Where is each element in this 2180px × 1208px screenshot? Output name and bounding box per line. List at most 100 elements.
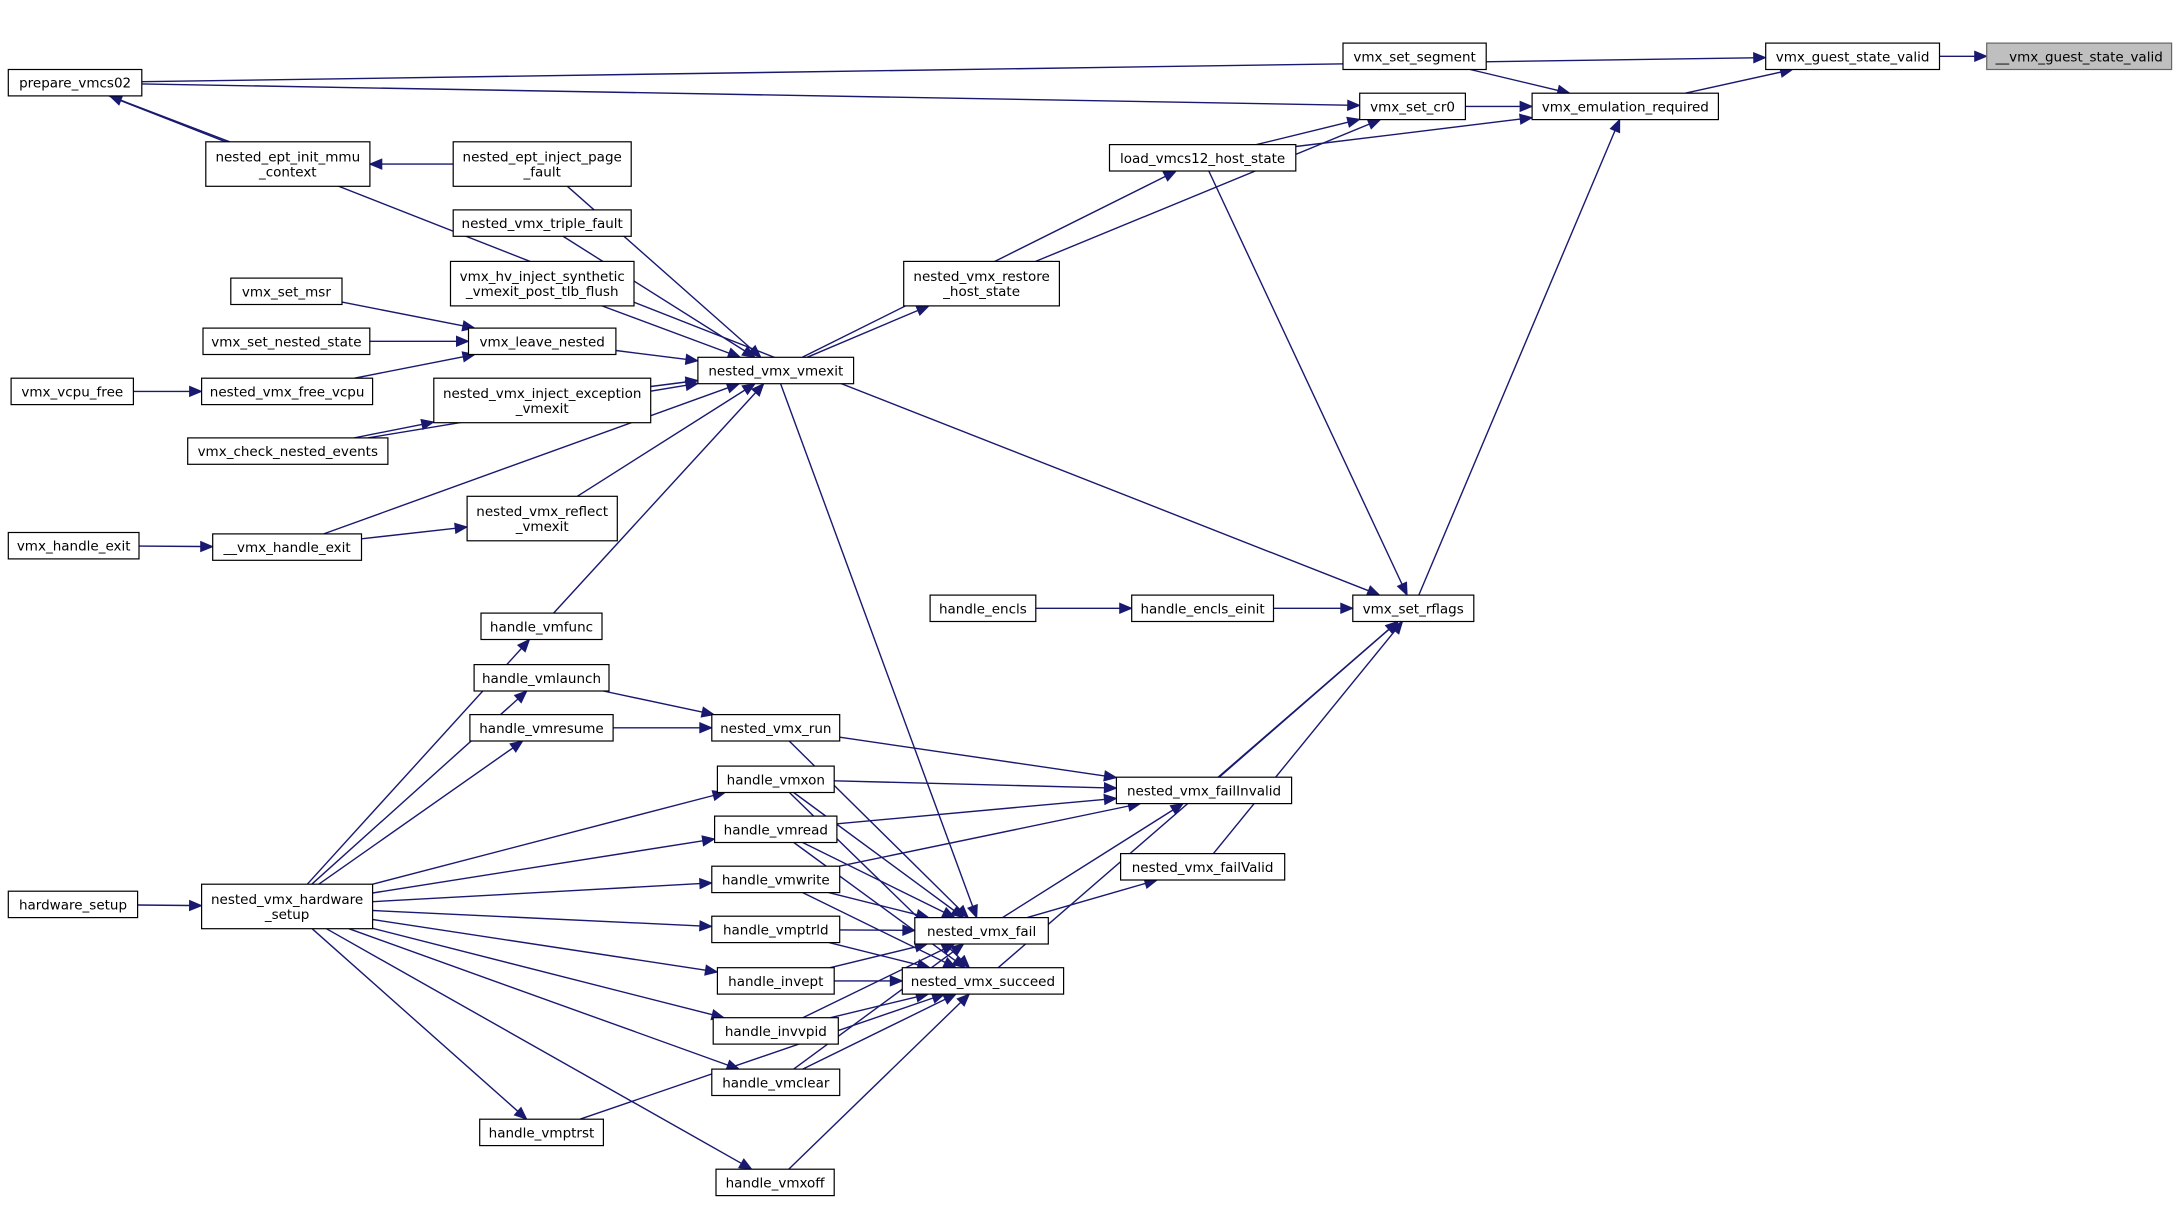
edge-nested_ept_init_mmu_context-to-prepare_vmcs02 — [108, 94, 230, 143]
node-prepare_vmcs02[interactable]: prepare_vmcs02 — [7, 68, 143, 97]
node-vmx_hv_inject_synthetic[interactable]: vmx_hv_inject_synthetic_vmexit_post_tlb_… — [449, 260, 635, 307]
edge-handle_invept-to-nested_vmx_succeed — [834, 975, 904, 987]
edge-vmx_emulation_required-to-vmx_guest_state_valid — [1685, 66, 1794, 94]
node-handle_invept[interactable]: handle_invept — [716, 967, 835, 995]
edge-line — [1035, 123, 1370, 263]
node-nested_vmx_succeed[interactable]: nested_vmx_succeed — [901, 967, 1065, 995]
node-label: handle_vmfunc — [490, 619, 593, 635]
edge-nested_vmx_triple_fault-to-nested_vmx_vmexit — [562, 235, 757, 358]
node-label: vmx_set_rflags — [1363, 601, 1464, 617]
node-handle_vmclear[interactable]: handle_vmclear — [711, 1068, 841, 1097]
node-nested_vmx_triple_fault[interactable]: nested_vmx_triple_fault — [452, 209, 632, 237]
edge-handle_vmlaunch-to-nested_vmx_run — [603, 690, 716, 718]
edge-arrowhead — [1119, 602, 1133, 615]
edge-line — [834, 780, 1105, 789]
node-vmx_emulation_required[interactable]: vmx_emulation_required — [1531, 92, 1719, 121]
node-handle_encls_einit[interactable]: handle_encls_einit — [1131, 594, 1275, 623]
node-label: vmx_hv_inject_synthetic — [460, 269, 625, 285]
node-nested_vmx_reflect_vmexit[interactable]: nested_vmx_reflect_vmexit — [466, 495, 618, 542]
node-vmx_handle_exit[interactable]: vmx_handle_exit — [7, 531, 140, 560]
node-load_vmcs12_host_state[interactable]: load_vmcs12_host_state — [1108, 144, 1297, 172]
edge-nested_vmx_restore_host_state-to-vmx_set_cr0 — [1035, 118, 1382, 263]
node-nested_vmx_failInvalid[interactable]: nested_vmx_failInvalid — [1115, 776, 1293, 805]
node-vmx_vcpu_free[interactable]: vmx_vcpu_free — [10, 377, 135, 406]
node-nested_ept_init_mmu_context[interactable]: nested_ept_init_mmu_context — [205, 141, 371, 187]
node-nested_vmx_vmexit[interactable]: nested_vmx_vmexit — [697, 356, 855, 385]
node-nested_vmx_failValid[interactable]: nested_vmx_failValid — [1119, 852, 1286, 881]
edge-line — [318, 747, 514, 885]
node-handle_vmwrite[interactable]: handle_vmwrite — [711, 865, 841, 894]
node-label: nested_vmx_triple_fault — [462, 216, 623, 232]
node-box — [715, 1168, 835, 1197]
node-vmx_set_rflags[interactable]: vmx_set_rflags — [1352, 594, 1475, 623]
edge-line — [141, 57, 1754, 83]
node-handle_vmxon[interactable]: handle_vmxon — [716, 765, 835, 794]
node-vmx_check_nested_events[interactable]: vmx_check_nested_events — [187, 437, 389, 465]
node-guest_state_valid_inner[interactable]: __vmx_guest_state_valid — [1986, 42, 2173, 71]
node-handle_vmlaunch[interactable]: handle_vmlaunch — [473, 663, 610, 692]
node-handle_vmptrld[interactable]: handle_vmptrld — [711, 915, 841, 944]
edge-arrowhead — [889, 975, 904, 987]
node-box — [433, 377, 652, 424]
node-handle_encls[interactable]: handle_encls — [929, 594, 1037, 623]
node-box — [1342, 42, 1487, 71]
edge-vmx_set_rflags-to-vmx_emulation_required — [1418, 118, 1621, 596]
edge-line — [1256, 121, 1349, 146]
edge-line — [788, 1001, 962, 1170]
node-label: __vmx_guest_state_valid — [1995, 49, 2163, 65]
edge-arrowhead — [747, 344, 762, 359]
edge-load_vmcs12_host_state-to-vmx_set_cr0 — [1256, 116, 1361, 146]
node-box — [7, 68, 143, 97]
node-handle_vmxoff[interactable]: handle_vmxoff — [715, 1168, 835, 1197]
edge-arrowhead — [108, 94, 124, 106]
edge-arrowhead — [1519, 100, 1534, 113]
node-vmx_leave_nested[interactable]: vmx_leave_nested — [467, 327, 617, 356]
node-nested_vmx_free_vcpu[interactable]: nested_vmx_free_vcpu — [201, 377, 374, 406]
node-box — [711, 1068, 841, 1097]
node-box — [469, 713, 614, 742]
node-handle_vmfunc[interactable]: handle_vmfunc — [480, 612, 603, 641]
node-label: _vmexit_post_tlb_flush — [465, 284, 619, 300]
node-nested_ept_inject_page_fault[interactable]: nested_ept_inject_page_fault — [452, 141, 632, 187]
node-nested_vmx_inject_exception_vmexit[interactable]: nested_vmx_inject_exception_vmexit — [433, 377, 652, 424]
edge-line — [562, 235, 746, 352]
node-vmx_set_cr0[interactable]: vmx_set_cr0 — [1359, 92, 1466, 121]
node-nested_vmx_restore_host_state[interactable]: nested_vmx_restore_host_state — [903, 260, 1061, 307]
edge-line — [650, 381, 687, 388]
node-vmx_set_segment[interactable]: vmx_set_segment — [1342, 42, 1487, 71]
node-handle_invvpid[interactable]: handle_invvpid — [712, 1017, 839, 1045]
edge-arrowhead — [454, 522, 469, 535]
node-nested_vmx_run[interactable]: nested_vmx_run — [711, 713, 841, 742]
node-hardware_setup[interactable]: hardware_setup — [7, 890, 139, 919]
node-vmx_set_nested_state[interactable]: vmx_set_nested_state — [202, 327, 371, 356]
node-label: nested_vmx_hardware — [211, 892, 363, 908]
edge-line — [615, 349, 687, 360]
node-vmx_set_msr[interactable]: vmx_set_msr — [230, 277, 343, 306]
node-box — [212, 533, 363, 561]
node-box — [711, 865, 841, 894]
node-label: handle_vmclear — [722, 1075, 830, 1091]
edge-nested_ept_inject_page_fault-to-nested_ept_init_mmu_context — [368, 158, 454, 170]
node-handle_vmread[interactable]: handle_vmread — [713, 815, 838, 844]
node-vmx_guest_state_valid[interactable]: vmx_guest_state_valid — [1765, 42, 1941, 71]
node-handle_vmresume[interactable]: handle_vmresume — [469, 713, 614, 742]
node-box — [1986, 42, 2173, 71]
edge-hardware_setup-to-nested_vmx_hardware_setup — [137, 899, 203, 912]
edge-nested_vmx_hardware_setup-to-handle_vmread — [372, 835, 716, 894]
edge-arrowhead — [1103, 793, 1118, 806]
edge-vmx_set_segment-to-vmx_emulation_required — [1470, 68, 1571, 96]
edge-line — [779, 383, 974, 907]
node-box — [205, 141, 371, 187]
node-handle_vmptrst[interactable]: handle_vmptrst — [479, 1118, 605, 1147]
node-nested_vmx_hardware_setup[interactable]: nested_vmx_hardware_setup — [201, 883, 374, 930]
edge-line — [372, 927, 713, 1016]
edge-nested_vmx_hardware_setup-to-handle_vmptrst — [311, 928, 528, 1121]
node-box — [1352, 594, 1475, 623]
node-box — [903, 260, 1061, 307]
edge-line — [326, 928, 742, 1164]
node-__vmx_handle_exit[interactable]: __vmx_handle_exit — [212, 533, 363, 561]
node-nested_vmx_fail[interactable]: nested_vmx_fail — [914, 916, 1049, 945]
edge-handle_vmxon-to-nested_vmx_fail — [793, 791, 965, 919]
edge-line — [839, 805, 1129, 867]
